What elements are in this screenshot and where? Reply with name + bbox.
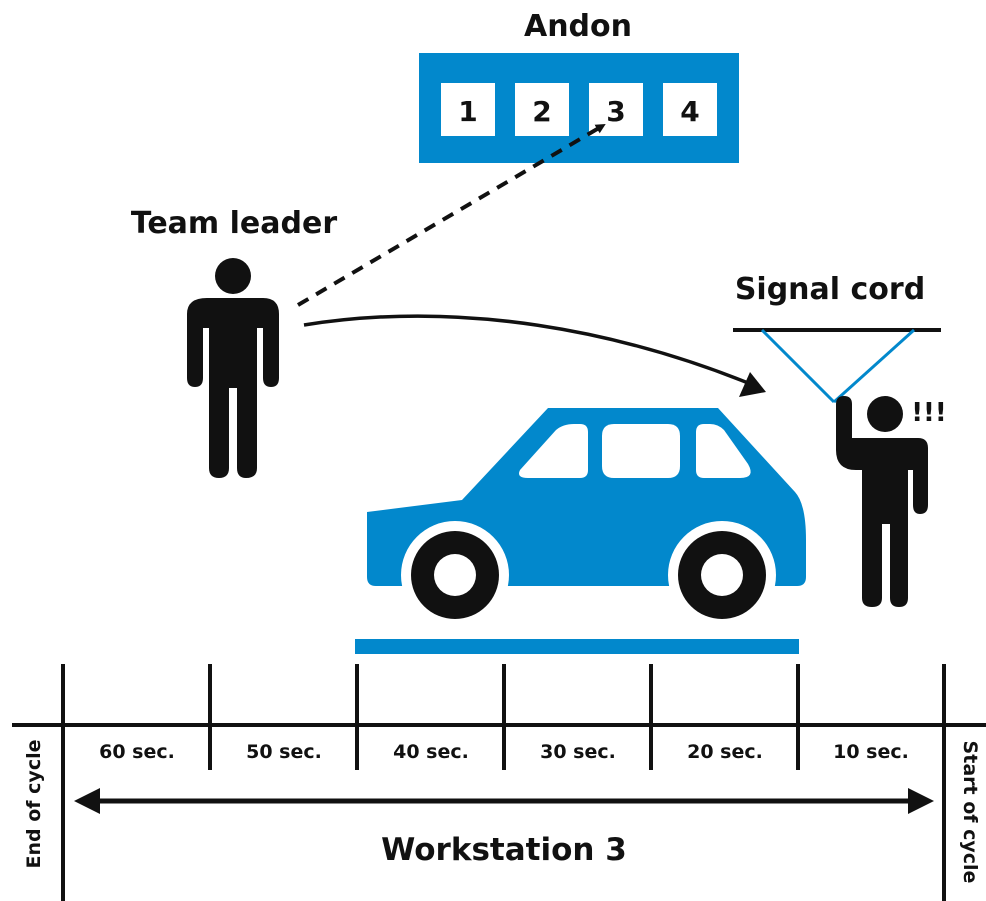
car-icon <box>367 408 806 629</box>
arrowhead-left <box>74 788 100 814</box>
timeline-grid <box>12 664 986 901</box>
workstation-span-arrow <box>74 788 934 814</box>
car-window-front <box>696 424 751 478</box>
segment-label: 60 sec. <box>99 741 175 763</box>
segment-label: 40 sec. <box>393 741 469 763</box>
segment-label: 50 sec. <box>246 741 322 763</box>
signal-cord-label: Signal cord <box>735 272 925 307</box>
curved-arrow-head <box>739 372 766 397</box>
alert-label: !!! <box>911 398 947 428</box>
andon-cell-label-3: 3 <box>606 95 625 128</box>
signal-cord-icon <box>733 328 941 404</box>
car-window-rear <box>519 424 588 478</box>
end-of-cycle-label: End of cycle <box>23 740 45 869</box>
andon-cell-label-1: 1 <box>458 95 477 128</box>
car-window-middle <box>602 424 680 478</box>
segment-label: 10 sec. <box>833 741 909 763</box>
andon-cell-4 <box>663 83 717 136</box>
segment-label: 20 sec. <box>687 741 763 763</box>
arrowhead-right <box>908 788 934 814</box>
andon-cell-2 <box>515 83 569 136</box>
team-leader-label: Team leader <box>131 206 337 241</box>
andon-cell-label-4: 4 <box>680 95 699 128</box>
andon-cell-1 <box>441 83 495 136</box>
andon-title: Andon <box>524 9 632 44</box>
curved-response-arrow <box>303 314 759 389</box>
operator-icon <box>836 396 928 607</box>
segment-label: 30 sec. <box>540 741 616 763</box>
dashed-signal-arrow <box>296 123 606 307</box>
team-leader-icon <box>187 258 279 478</box>
conveyor-platform <box>355 639 799 654</box>
start-of-cycle-label: Start of cycle <box>959 741 981 884</box>
workstation-label: Workstation 3 <box>381 832 627 868</box>
andon-board: 1 2 3 4 <box>419 53 739 163</box>
andon-cell-label-2: 2 <box>532 95 551 128</box>
